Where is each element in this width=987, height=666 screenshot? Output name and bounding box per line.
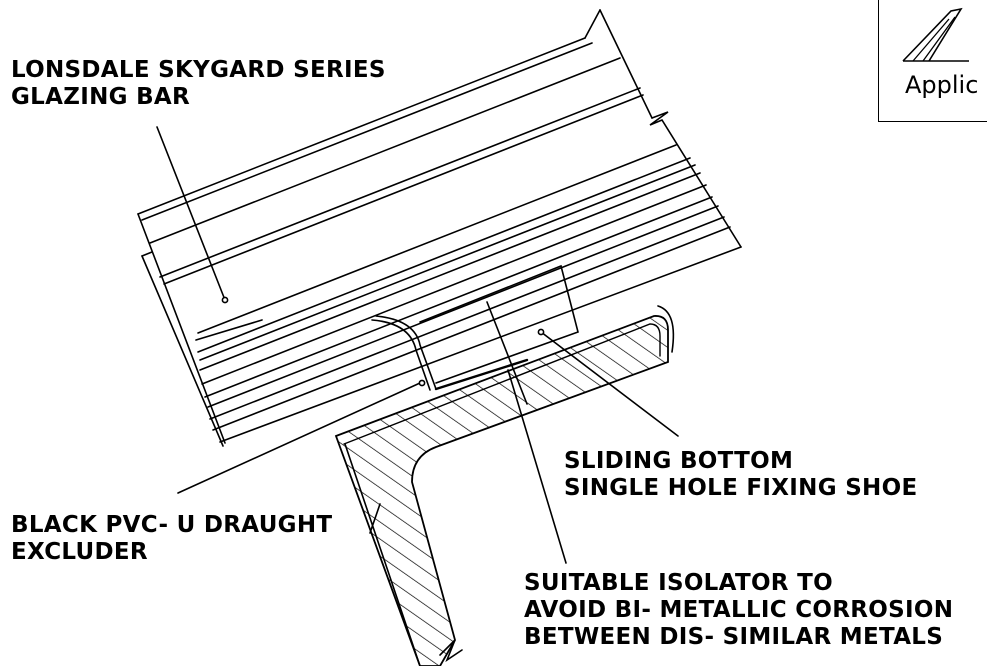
label-fixing-shoe-line-1: SLIDING BOTTOM: [564, 448, 794, 474]
draught-tick: [369, 503, 381, 534]
leader-lines: [156, 126, 679, 564]
label-isolator-line-3: BETWEEN DIS- SIMILAR METALS: [524, 624, 944, 650]
application-badge: Applic: [878, 0, 987, 122]
badge-text: Applic: [905, 71, 979, 99]
label-isolator-line-1: SUITABLE ISOLATOR TO: [524, 570, 833, 596]
label-draught-excluder-line-1: BLACK PVC- U DRAUGHT: [11, 512, 333, 538]
label-fixing-shoe-line-2: SINGLE HOLE FIXING SHOE: [564, 475, 918, 501]
label-draught-excluder-line-2: EXCLUDER: [11, 539, 148, 565]
label-glazing-bar-line-1: LONSDALE SKYGARD SERIES: [11, 57, 386, 83]
label-glazing-bar: LONSDALE SKYGARD SERIES GLAZING BAR: [11, 57, 386, 111]
label-isolator-line-2: AVOID BI- METALLIC CORROSION: [524, 597, 954, 623]
label-isolator: SUITABLE ISOLATOR TO AVOID BI- METALLIC …: [524, 570, 953, 651]
steel-angle-section: [334, 305, 675, 666]
glazing-bar-body: [137, 9, 742, 447]
label-fixing-shoe: SLIDING BOTTOM SINGLE HOLE FIXING SHOE: [564, 448, 917, 502]
skylight-logo-icon: [902, 7, 969, 62]
label-draught-excluder: BLACK PVC- U DRAUGHT EXCLUDER: [11, 512, 332, 566]
label-glazing-bar-line-2: GLAZING BAR: [11, 84, 191, 110]
